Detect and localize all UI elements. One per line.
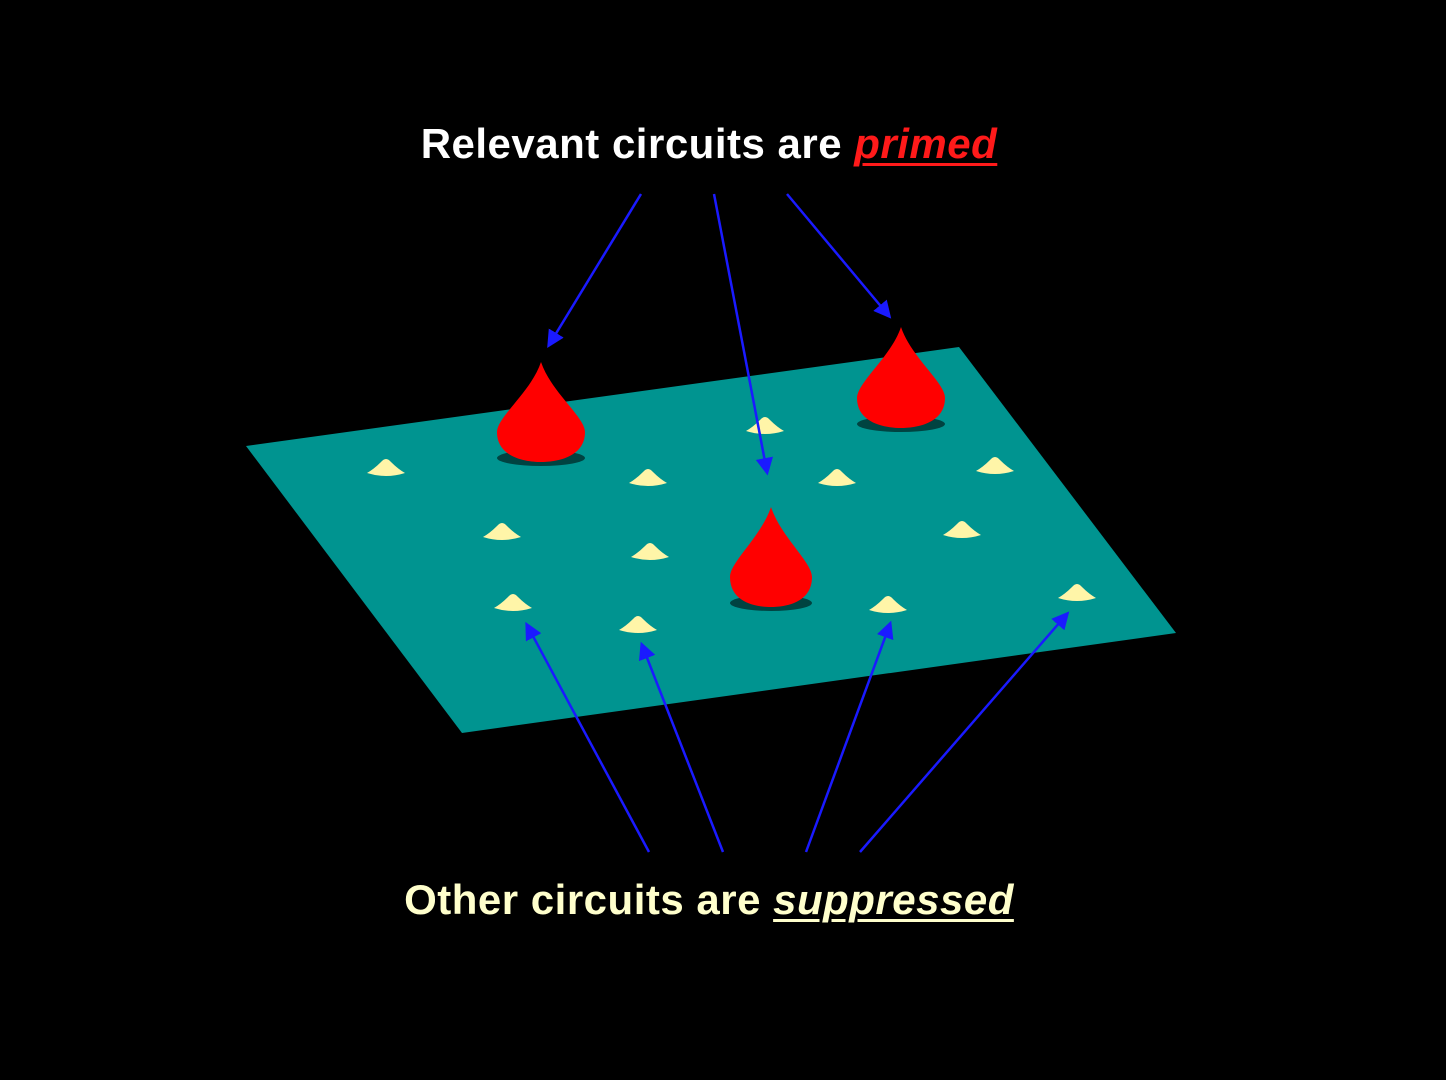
arrow-to-primed (786, 193, 892, 319)
suppressed-bump (629, 469, 667, 486)
suppressed-bumps (367, 417, 1096, 633)
arrow-to-suppressed (804, 620, 894, 853)
primed-caption-text: Relevant circuits are (420, 120, 855, 167)
arrow-to-primed (547, 193, 643, 348)
suppressed-emphasis: suppressed (773, 876, 1014, 923)
arrow-to-suppressed (525, 621, 651, 853)
arrows (525, 193, 1070, 853)
suppressed-bump (619, 616, 657, 633)
suppressed-bump (746, 417, 784, 434)
suppressed-bump (943, 521, 981, 538)
primed-emphasis: primed (854, 120, 998, 167)
suppressed-bump (1058, 584, 1096, 601)
suppressed-bump (631, 543, 669, 560)
suppressed-bump (976, 457, 1014, 474)
arrow-to-suppressed (638, 641, 725, 853)
suppressed-bump (367, 459, 405, 476)
suppressed-caption: Other circuits are suppressed (0, 876, 1432, 924)
suppressed-bump (483, 523, 521, 540)
primed-caption: Relevant circuits are primed (0, 120, 1432, 168)
arrow-to-suppressed (859, 611, 1070, 853)
primed-peak (730, 507, 812, 611)
suppressed-bump (818, 469, 856, 486)
suppressed-bump (869, 596, 907, 613)
primed-peaks (497, 327, 945, 611)
arrow-to-primed (712, 193, 773, 476)
primed-peak (857, 327, 945, 432)
suppressed-caption-text: Other circuits are (404, 876, 774, 923)
circuit-plane (246, 347, 1176, 733)
primed-peak (497, 362, 585, 466)
suppressed-bump (494, 594, 532, 611)
